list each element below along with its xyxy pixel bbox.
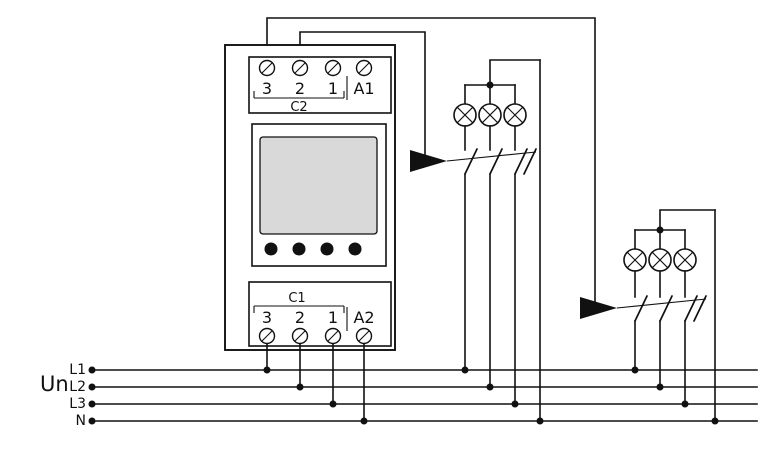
lamp-icons-left xyxy=(453,103,527,127)
rail-label-L3: L3 xyxy=(69,396,86,412)
junction-dot xyxy=(296,383,304,391)
junction-dot xyxy=(681,400,689,408)
supply-voltage-label: Un xyxy=(40,372,69,396)
power-rails: Un L1 L2 L3 N xyxy=(40,362,758,429)
terminal-label: 2 xyxy=(295,308,305,327)
contactor-coil-icon xyxy=(410,150,447,172)
junction-dot xyxy=(536,417,544,425)
junction-dot xyxy=(263,366,271,374)
channel-bracket xyxy=(253,91,345,99)
contactor-right xyxy=(580,270,707,408)
display-module xyxy=(251,123,387,267)
junction-dot xyxy=(486,383,494,391)
terminal-block-c1: C1 3 2 1 A2 xyxy=(248,281,392,347)
contact-upper-stubs xyxy=(464,125,516,151)
device-button[interactable] xyxy=(292,242,306,256)
lamp-icons-right xyxy=(623,248,697,272)
rail-start-dot-N xyxy=(88,417,96,425)
terminal-label: 1 xyxy=(328,308,338,327)
terminal-label: 3 xyxy=(262,79,272,98)
terminal-label: 3 xyxy=(262,308,272,327)
lcd-screen xyxy=(259,136,378,235)
junction-dot xyxy=(656,226,664,234)
junction-dot xyxy=(329,400,337,408)
lamp-group-right xyxy=(580,209,719,425)
terminal-block-c2: 3 2 1 A1 C2 xyxy=(248,56,392,115)
device-button[interactable] xyxy=(264,242,278,256)
contact-blades xyxy=(464,148,537,175)
wire-channel-c2-terminal3-to-right-contactor xyxy=(266,17,596,304)
rail-start-dot-L2 xyxy=(88,383,96,391)
lamp-cross xyxy=(676,251,694,269)
channel-label-c1: C1 xyxy=(288,291,305,306)
rail-label-L2: L2 xyxy=(69,379,86,395)
contactor-link-bar xyxy=(446,151,537,162)
contactor-left xyxy=(410,125,537,408)
device-button[interactable] xyxy=(320,242,334,256)
terminal-label: 1 xyxy=(328,79,338,98)
device-supply-wires xyxy=(263,343,368,425)
time-switch-device: 3 2 1 A1 C2 C1 3 2 1 A2 xyxy=(224,44,396,425)
screw-slot-marks xyxy=(261,62,370,74)
contactor-coil-icon xyxy=(580,297,617,319)
aux-terminal-label: A2 xyxy=(353,308,374,327)
bus-to-neutral-riser xyxy=(659,209,716,231)
contact-blades xyxy=(634,295,707,322)
device-button[interactable] xyxy=(348,242,362,256)
junction-dot xyxy=(511,400,519,408)
junction-dot xyxy=(486,81,494,89)
lamp-cross xyxy=(481,106,499,124)
terminal-label: 2 xyxy=(295,79,305,98)
channel-bracket xyxy=(253,305,345,313)
rail-label-L1: L1 xyxy=(69,362,86,378)
lamp-cross xyxy=(651,251,669,269)
screw-slot-marks xyxy=(261,330,370,342)
rail-start-dot-L3 xyxy=(88,400,96,408)
channel-label-c2: C2 xyxy=(290,100,307,115)
lamp-group-left xyxy=(410,59,544,425)
aux-terminal-label: A1 xyxy=(353,79,374,98)
lamp-cross xyxy=(506,106,524,124)
contactor-link-bar xyxy=(616,298,707,309)
junction-dot xyxy=(360,417,368,425)
rail-label-N: N xyxy=(76,413,86,429)
junction-dot xyxy=(656,383,664,391)
rail-start-dot-L1 xyxy=(88,366,96,374)
junction-dot xyxy=(631,366,639,374)
junction-dot xyxy=(461,366,469,374)
lamp-cross xyxy=(626,251,644,269)
lamp-cross xyxy=(456,106,474,124)
bus-to-neutral-riser xyxy=(489,59,541,86)
contact-upper-stubs xyxy=(634,270,686,298)
junction-dot xyxy=(711,417,719,425)
